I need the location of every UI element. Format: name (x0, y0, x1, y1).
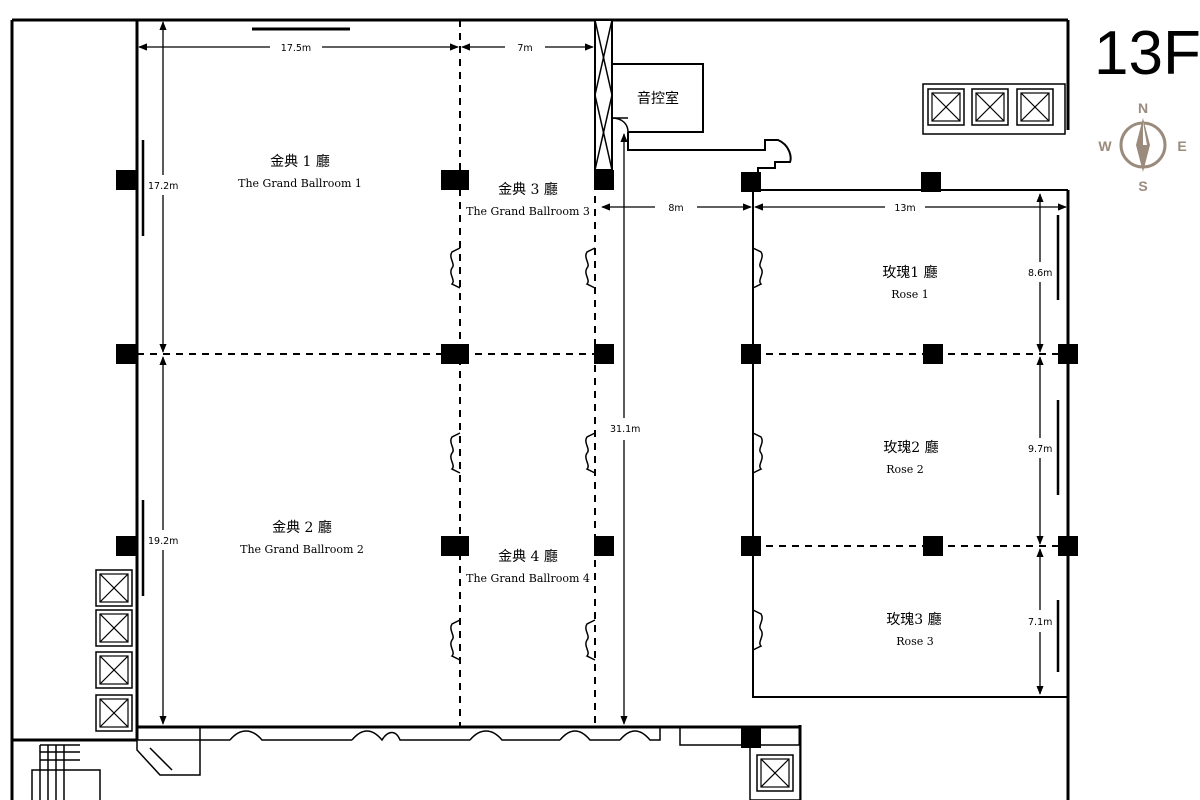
compass-needle-highlight (1143, 122, 1147, 145)
corridor-upper-wall (627, 132, 1068, 191)
grand1-name-zh: 金典 1 廳 (270, 153, 330, 170)
grand4-name-en: The Grand Ballroom 4 (466, 572, 590, 585)
service-shaft (594, 19, 613, 171)
grand3-name-zh: 金典 3 廳 (498, 181, 558, 198)
floor-label: 13F (1094, 19, 1200, 88)
folding-doors (450, 247, 763, 661)
control-room-label: 音控室 (637, 90, 679, 107)
dim-grand1-height: 17.2m (148, 181, 178, 192)
left-elevators (95, 569, 133, 732)
left-windows (141, 140, 1060, 672)
grand2-name-en: The Grand Ballroom 2 (240, 543, 364, 556)
compass: N S E W (1098, 100, 1186, 194)
rose1-name-en: Rose 1 (891, 288, 929, 301)
dim-rose1-height: 8.6m (1028, 268, 1052, 279)
compass-east: E (1177, 138, 1186, 154)
dim-grand2-height: 19.2m (148, 536, 178, 547)
staircase (31, 744, 101, 800)
dim-corridor-length: 31.1m (610, 424, 640, 435)
grand4-name-zh: 金典 4 廳 (498, 548, 558, 565)
compass-north: N (1138, 100, 1148, 116)
dimension-labels: 17.5m 7m 17.2m 19.2m 31.1m 8m 13m 8.6m 9… (148, 43, 1052, 628)
room-labels: 金典 1 廳 The Grand Ballroom 1 金典 3 廳 The G… (238, 153, 942, 648)
bottom-elevator (749, 744, 801, 800)
bottom-wall (136, 725, 800, 776)
outer-walls (10, 18, 1070, 800)
compass-south: S (1138, 178, 1147, 194)
grand2-name-zh: 金典 2 廳 (272, 519, 332, 536)
rose1-name-zh: 玫瑰1 廳 (882, 264, 937, 281)
dim-rose3-height: 7.1m (1028, 617, 1052, 628)
top-right-elevators (922, 83, 1066, 135)
dimension-lines (138, 21, 1067, 725)
dim-corridor-width: 8m (668, 203, 683, 214)
rose3-name-en: Rose 3 (896, 635, 934, 648)
rose2-name-zh: 玫瑰2 廳 (883, 439, 938, 456)
dim-rose2-height: 9.7m (1028, 444, 1052, 455)
control-room: 音控室 (611, 63, 704, 133)
compass-west: W (1098, 138, 1112, 154)
grand1-name-en: The Grand Ballroom 1 (238, 177, 362, 190)
rose3-name-zh: 玫瑰3 廳 (886, 611, 941, 628)
pillars (116, 170, 1078, 748)
rose2-name-en: Rose 2 (886, 463, 924, 476)
grand3-name-en: The Grand Ballroom 3 (466, 205, 590, 218)
partitions (137, 20, 1068, 727)
dim-top-width-2: 7m (517, 43, 532, 54)
dim-top-width-1: 17.5m (281, 43, 311, 54)
dim-rose-width: 13m (894, 203, 915, 214)
